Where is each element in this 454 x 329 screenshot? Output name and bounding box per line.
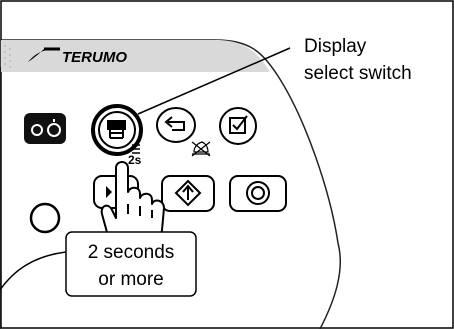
return-alarm-silence-button[interactable] (156, 107, 211, 157)
alarm-silence-icon (191, 141, 211, 157)
list-lines-icon (132, 144, 140, 154)
start-icon (174, 179, 202, 207)
panel-edge-outline (0, 39, 339, 244)
left-arrow-icon (106, 186, 112, 198)
hold-duration-line1: 2 seconds (88, 242, 175, 263)
switch-sub-label: 2s (128, 153, 142, 167)
display-select-switch[interactable]: 2s (91, 104, 143, 167)
confirm-button[interactable] (219, 107, 257, 145)
checkbox-confirm-icon (229, 115, 248, 134)
header-strip (1, 40, 270, 72)
header-dots (4, 45, 11, 68)
terumo-logo: TERUMO (28, 47, 127, 66)
callout-line1: Display (304, 36, 367, 57)
return-alarm-silence-icon (164, 116, 185, 131)
logo-text: TERUMO (62, 49, 127, 66)
hold-duration-line2: or more (98, 269, 163, 290)
power-indicator-button[interactable] (24, 113, 66, 144)
power-indicator-icon (31, 119, 61, 137)
stop-button[interactable] (229, 175, 287, 212)
device-body-outline (0, 67, 342, 329)
hold-duration-callout: 2 seconds or more (0, 231, 197, 297)
callout-leader-line (137, 47, 291, 115)
stop-icon (246, 181, 270, 205)
display-select-icon (107, 120, 126, 139)
status-indicator-light (29, 202, 61, 234)
callout-line2: select switch (304, 63, 412, 84)
start-button[interactable] (161, 175, 215, 212)
